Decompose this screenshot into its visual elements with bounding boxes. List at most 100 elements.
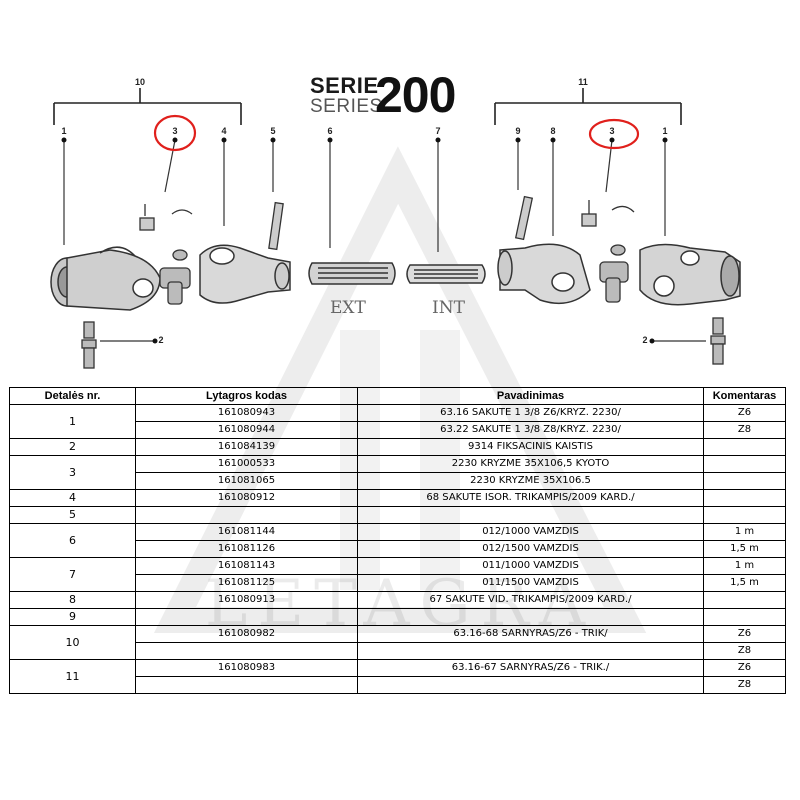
table-row: Z8 bbox=[10, 642, 786, 660]
cell-comment bbox=[703, 506, 786, 524]
callout-3-right: 3 bbox=[609, 126, 615, 136]
callout-2-right: 2 bbox=[642, 335, 648, 345]
cell-detail-nr: 9 bbox=[9, 608, 136, 626]
left-cross-assembly bbox=[159, 249, 191, 305]
cell-name: 012/1500 VAMZDIS bbox=[357, 540, 704, 558]
cell-detail-nr: 4 bbox=[9, 489, 136, 507]
rod-int bbox=[406, 264, 486, 284]
cell-comment bbox=[703, 472, 786, 490]
cell-name: 011/1500 VAMZDIS bbox=[357, 574, 704, 592]
left-inner-yoke bbox=[199, 244, 291, 304]
cell-comment: Z6 bbox=[703, 659, 786, 677]
callout-8: 8 bbox=[550, 126, 556, 136]
cell-code bbox=[135, 676, 358, 694]
spring-pin-right bbox=[710, 317, 726, 365]
parts-table: Detalės nr. Lytagros kodas Pavadinimas K… bbox=[9, 387, 786, 694]
cell-name bbox=[357, 642, 704, 660]
highlight-circle-right bbox=[588, 118, 640, 150]
cell-name: 012/1000 VAMZDIS bbox=[357, 523, 704, 541]
header-comment: Komentaras bbox=[703, 387, 786, 405]
callout-11: 11 bbox=[578, 77, 588, 87]
cell-name: 67 SAKUTE VID. TRIKAMPIS/2009 KARD./ bbox=[357, 591, 704, 609]
rod-label-int: INT bbox=[432, 298, 465, 318]
right-clip bbox=[581, 200, 635, 227]
callout-4: 4 bbox=[221, 126, 227, 136]
cell-comment: 1 m bbox=[703, 523, 786, 541]
callout-10: 10 bbox=[134, 77, 146, 87]
rod-label-ext: EXT bbox=[330, 298, 366, 318]
cell-code: 161080944 bbox=[135, 421, 358, 439]
cell-comment: 1,5 m bbox=[703, 540, 786, 558]
cell-code: 161080943 bbox=[135, 404, 358, 422]
cell-code: 161000533 bbox=[135, 455, 358, 473]
cell-comment: Z6 bbox=[703, 625, 786, 643]
header-name: Pavadinimas bbox=[357, 387, 704, 405]
title-serie: SERIE bbox=[310, 73, 379, 98]
cell-code bbox=[135, 506, 358, 524]
diagram-drawing bbox=[50, 88, 741, 369]
cell-name: 63.16-67 SARNYRAS/Z6 - TRIK./ bbox=[357, 659, 704, 677]
cell-code: 161081125 bbox=[135, 574, 358, 592]
cell-name: 9314 FIKSACINIS KAISTIS bbox=[357, 438, 704, 456]
cell-comment bbox=[703, 489, 786, 507]
cell-comment bbox=[703, 455, 786, 473]
cell-comment bbox=[703, 591, 786, 609]
cell-comment bbox=[703, 608, 786, 626]
callout-3-left: 3 bbox=[172, 126, 178, 136]
cell-comment: Z8 bbox=[703, 676, 786, 694]
cell-code bbox=[135, 608, 358, 626]
cell-code: 161080983 bbox=[135, 659, 358, 677]
cell-code: 161080912 bbox=[135, 489, 358, 507]
cell-detail-nr: 2 bbox=[9, 438, 136, 456]
cell-code: 161081143 bbox=[135, 557, 358, 575]
cell-comment: Z8 bbox=[703, 642, 786, 660]
left-yoke-assembly bbox=[50, 246, 161, 311]
cell-name: 2230 KRYZME 35X106.5 bbox=[357, 472, 704, 490]
callout-1-left: 1 bbox=[61, 126, 67, 136]
table-row: 5 bbox=[9, 506, 786, 524]
cell-name bbox=[357, 676, 704, 694]
cell-comment: Z8 bbox=[703, 421, 786, 439]
cell-code: 161081065 bbox=[135, 472, 358, 490]
cell-name: 2230 KRYZME 35X106,5 KYOTO bbox=[357, 455, 704, 473]
cell-code bbox=[135, 642, 358, 660]
cell-detail-nr: 10 bbox=[9, 625, 136, 660]
table-row: Z8 bbox=[10, 676, 786, 694]
cell-detail-nr: 1 bbox=[9, 404, 136, 439]
cell-detail-nr: 11 bbox=[9, 659, 136, 694]
pin-part-5 bbox=[268, 201, 284, 251]
cell-detail-nr: 8 bbox=[9, 591, 136, 609]
cell-code: 161080982 bbox=[135, 625, 358, 643]
spring-pin-left bbox=[81, 321, 97, 369]
cell-name: 63.16 SAKUTE 1 3/8 Z6/KRYZ. 2230/ bbox=[357, 404, 704, 422]
header-code: Lytagros kodas bbox=[135, 387, 358, 405]
right-yoke-assembly bbox=[639, 243, 741, 306]
cell-comment: 1 m bbox=[703, 557, 786, 575]
header-detail-nr: Detalės nr. bbox=[9, 387, 136, 405]
cell-detail-nr: 7 bbox=[9, 557, 136, 592]
cell-comment: Z6 bbox=[703, 404, 786, 422]
cell-comment bbox=[703, 438, 786, 456]
rod-ext bbox=[308, 262, 396, 285]
left-clip bbox=[139, 204, 193, 231]
right-inner-yoke bbox=[497, 243, 591, 305]
cell-detail-nr: 3 bbox=[9, 455, 136, 490]
cell-name bbox=[357, 608, 704, 626]
cell-comment: 1,5 m bbox=[703, 574, 786, 592]
callout-2-left: 2 bbox=[158, 335, 164, 345]
table-header-row: Detalės nr. Lytagros kodas Pavadinimas K… bbox=[9, 387, 786, 405]
cell-code: 161080913 bbox=[135, 591, 358, 609]
table-row: 9 bbox=[9, 608, 786, 626]
